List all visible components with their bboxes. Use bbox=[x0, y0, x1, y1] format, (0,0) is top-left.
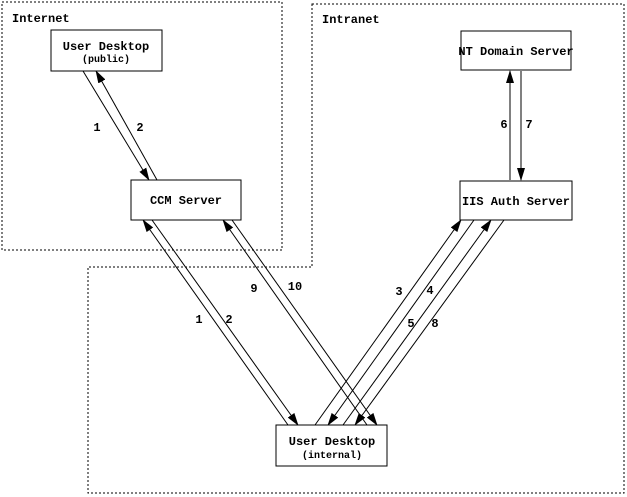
node-iis-auth-server-box bbox=[459, 180, 573, 221]
edge-label-step5: 5 bbox=[407, 317, 414, 331]
internet-zone-border bbox=[1, 1, 283, 251]
node-ccm-server-box bbox=[130, 179, 242, 221]
edge-label-step6: 6 bbox=[500, 118, 507, 132]
internet-zone-label: Internet bbox=[12, 12, 70, 26]
edge-step1-public-request bbox=[82, 70, 150, 181]
edge-step1-internal-request bbox=[142, 219, 289, 426]
node-user-desktop-internal-subtitle: (internal) bbox=[302, 450, 362, 462]
edge-label-step7: 7 bbox=[525, 118, 532, 132]
edge-step9-request bbox=[222, 219, 368, 426]
node-nt-domain-server: NT Domain Server bbox=[458, 30, 574, 71]
edge-step4-response bbox=[327, 219, 475, 426]
edge-step10-response bbox=[231, 219, 378, 426]
node-ccm-server-title: CCM Server bbox=[150, 194, 222, 208]
node-iis-auth-server: IIS Auth Server bbox=[459, 180, 573, 221]
intranet-zone-label: Intranet bbox=[322, 13, 380, 27]
edge-label-step1-public: 1 bbox=[93, 121, 100, 135]
node-user-desktop-public-subtitle: (public) bbox=[82, 54, 130, 66]
node-user-desktop-internal: User Desktop (internal) bbox=[275, 424, 388, 467]
edge-step5-request bbox=[342, 219, 492, 426]
edge-step3-request bbox=[314, 219, 462, 426]
intranet-zone-border bbox=[87, 3, 625, 494]
edge-label-step8: 8 bbox=[431, 317, 438, 331]
node-ccm-server: CCM Server bbox=[130, 179, 242, 221]
edge-step2-public-response bbox=[95, 70, 158, 181]
node-user-desktop-public-box bbox=[50, 29, 163, 72]
edge-label-step2-public: 2 bbox=[136, 121, 143, 135]
node-nt-domain-server-title: NT Domain Server bbox=[458, 45, 573, 59]
edge-label-step3: 3 bbox=[395, 285, 402, 299]
edge-step2-internal-response bbox=[151, 219, 299, 426]
edge-label-step1-internal: 1 bbox=[195, 313, 202, 327]
edge-step8-response bbox=[354, 219, 505, 426]
node-user-desktop-internal-title: User Desktop bbox=[289, 435, 375, 449]
node-user-desktop-internal-box bbox=[275, 424, 388, 467]
edge-label-step10: 10 bbox=[288, 280, 302, 294]
edge-label-step2-internal: 2 bbox=[225, 313, 232, 327]
node-user-desktop-public: User Desktop (public) bbox=[50, 29, 163, 72]
edge-label-step4: 4 bbox=[426, 284, 433, 298]
edge-label-step9: 9 bbox=[250, 282, 257, 296]
node-user-desktop-public-title: User Desktop bbox=[63, 40, 149, 54]
node-nt-domain-server-box bbox=[460, 30, 572, 71]
node-iis-auth-server-title: IIS Auth Server bbox=[462, 195, 570, 209]
